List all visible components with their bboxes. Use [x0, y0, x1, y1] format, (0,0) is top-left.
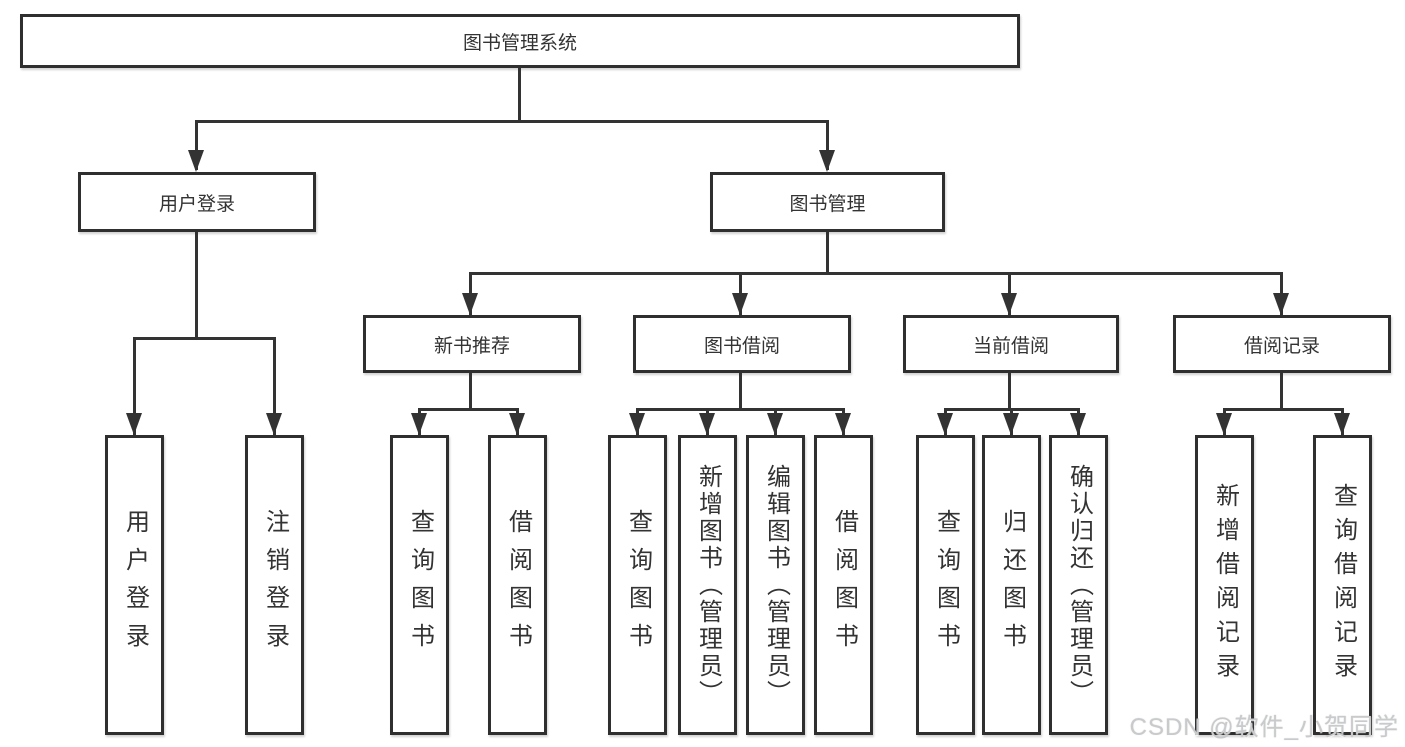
- connector-book-borrow-rail: [636, 408, 845, 411]
- connector-book-management-stub: [826, 232, 829, 272]
- leaf-logout-label: 注销登录: [261, 509, 289, 661]
- leaf-query-borrow-record-label: 查询借阅记录: [1329, 483, 1357, 687]
- leaf-add-borrow-record: 新增借阅记录: [1195, 435, 1254, 735]
- leaf-edit-book-admin: 编辑图书（管理员）: [746, 435, 805, 735]
- arrow-down: [835, 413, 851, 435]
- leaf-query-books-3-label: 查询图书: [932, 509, 960, 661]
- leaf-borrow-books-2-label: 借阅图书: [830, 509, 858, 661]
- connector-drop-leaf-user-login: [133, 337, 136, 435]
- leaf-borrow-books-1-label: 借阅图书: [504, 509, 532, 661]
- arrow-down: [462, 293, 478, 315]
- node-current-borrow: 当前借阅: [903, 315, 1119, 373]
- arrow-down: [1003, 413, 1019, 435]
- arrow-down: [629, 413, 645, 435]
- leaf-add-borrow-record-label: 新增借阅记录: [1211, 483, 1239, 687]
- arrow-down: [1273, 293, 1289, 315]
- node-borrow-records: 借阅记录: [1173, 315, 1391, 373]
- leaf-borrow-books-2: 借阅图书: [814, 435, 873, 735]
- connector-new-book-stub: [469, 373, 472, 408]
- connector-book-management-rail: [469, 272, 1283, 275]
- leaf-add-book-admin-label: 新增图书（管理员）: [694, 463, 722, 707]
- leaf-query-books-2-label: 查询图书: [624, 509, 652, 661]
- leaf-confirm-return-admin: 确认归还（管理员）: [1049, 435, 1108, 735]
- node-user-login-label: 用户登录: [158, 193, 235, 215]
- connector-root-stub: [518, 68, 521, 120]
- leaf-user-login: 用户登录: [105, 435, 164, 735]
- arrow-down: [937, 413, 953, 435]
- connector-user-login-stub: [195, 232, 198, 337]
- leaf-return-book: 归还图书: [982, 435, 1041, 735]
- node-new-book-recommend: 新书推荐: [363, 315, 581, 373]
- node-new-book-recommend-label: 新书推荐: [433, 335, 510, 357]
- leaf-return-book-label: 归还图书: [998, 509, 1026, 661]
- connector-drop-leaf-logout: [273, 337, 276, 435]
- arrow-down: [819, 150, 835, 172]
- node-book-borrow: 图书借阅: [633, 315, 851, 373]
- arrow-down: [1070, 413, 1086, 435]
- leaf-edit-book-admin-label: 编辑图书（管理员）: [762, 463, 790, 707]
- leaf-query-books-1: 查询图书: [390, 435, 449, 735]
- arrow-down: [732, 293, 748, 315]
- connector-new-book-rail: [418, 408, 519, 411]
- node-root-label: 图书管理系统: [462, 32, 577, 54]
- arrow-down: [126, 413, 142, 435]
- node-book-management-label: 图书管理: [789, 193, 866, 215]
- arrow-down: [699, 413, 715, 435]
- leaf-query-borrow-record: 查询借阅记录: [1313, 435, 1372, 735]
- arrow-down: [509, 413, 525, 435]
- leaf-borrow-books-1: 借阅图书: [488, 435, 547, 735]
- connector-book-borrow-stub: [739, 373, 742, 408]
- connector-current-borrow-stub: [1008, 373, 1011, 408]
- connector-borrow-records-stub: [1280, 373, 1283, 408]
- arrow-down: [1334, 413, 1350, 435]
- leaf-confirm-return-admin-label: 确认归还（管理员）: [1065, 463, 1093, 707]
- arrow-down: [1001, 293, 1017, 315]
- arrow-down: [188, 150, 204, 172]
- node-borrow-records-label: 借阅记录: [1243, 335, 1320, 357]
- arrow-down: [1216, 413, 1232, 435]
- leaf-query-books-2: 查询图书: [608, 435, 667, 735]
- connector-borrow-records-rail: [1223, 408, 1344, 411]
- connector-drop-user-login: [195, 120, 198, 170]
- connector-drop-book-management: [826, 120, 829, 170]
- arrow-down: [411, 413, 427, 435]
- leaf-add-book-admin: 新增图书（管理员）: [678, 435, 737, 735]
- connector-root-rail: [195, 120, 829, 123]
- leaf-user-login-label: 用户登录: [121, 509, 149, 661]
- leaf-query-books-1-label: 查询图书: [406, 509, 434, 661]
- leaf-logout: 注销登录: [245, 435, 304, 735]
- leaf-query-books-3: 查询图书: [916, 435, 975, 735]
- node-book-management: 图书管理: [710, 172, 945, 232]
- node-root: 图书管理系统: [20, 14, 1020, 68]
- csdn-watermark: CSDN @软件_小贺同学: [1129, 714, 1399, 741]
- arrow-down: [767, 413, 783, 435]
- connector-user-login-rail: [133, 337, 276, 340]
- node-user-login: 用户登录: [78, 172, 316, 232]
- node-current-borrow-label: 当前借阅: [972, 335, 1049, 357]
- node-book-borrow-label: 图书借阅: [703, 335, 780, 357]
- arrow-down: [266, 413, 282, 435]
